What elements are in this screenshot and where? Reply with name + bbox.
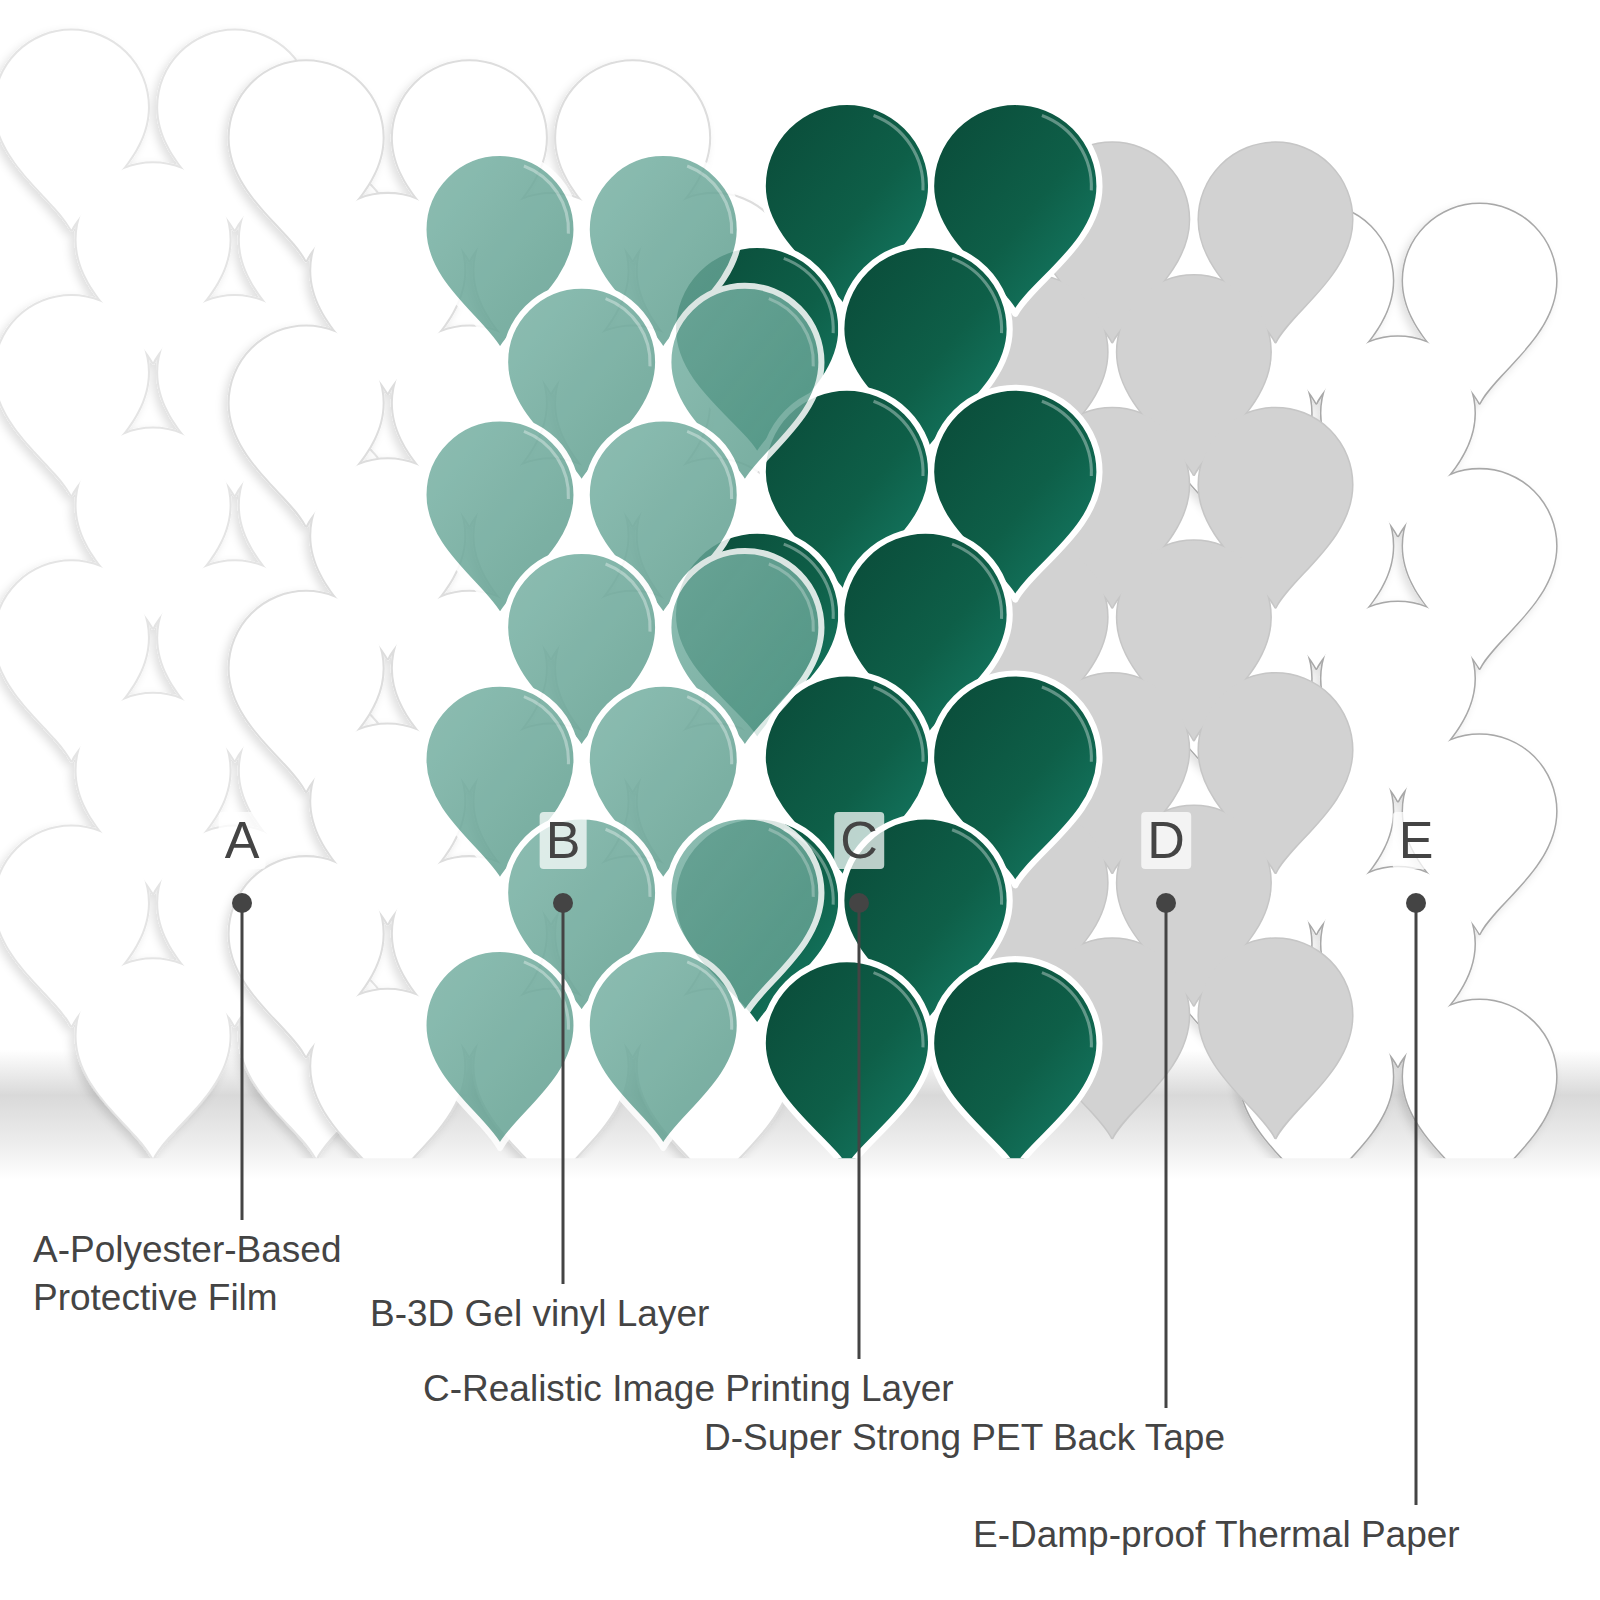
layer-letter: D [1141, 812, 1191, 869]
leader-dot [232, 893, 252, 913]
leader-dot [1406, 893, 1426, 913]
layer-fill [77, 959, 230, 1158]
scale-highlight [606, 829, 651, 897]
scale-highlight [1042, 401, 1091, 476]
leader-line [562, 903, 565, 1284]
scale-highlight [524, 166, 569, 234]
scale-highlight [687, 697, 732, 765]
layer-letter: E [1393, 812, 1440, 869]
layer-description: C-Realistic Image Printing Layer [423, 1365, 954, 1413]
layer-outline [1403, 1000, 1556, 1158]
leader-dot [849, 893, 869, 913]
scale-highlight [524, 431, 569, 499]
scale-highlight [874, 401, 923, 476]
layer-outline [1199, 939, 1352, 1138]
scale-highlight [952, 544, 1001, 619]
scale-highlight [1042, 973, 1091, 1048]
scale-tile [931, 959, 1099, 1158]
layer-description: A-Polyester-Based Protective Film [33, 1226, 413, 1322]
leader-line [1415, 903, 1418, 1505]
layer-description: B-3D Gel vinyl Layer [370, 1290, 709, 1338]
scale-highlight [874, 687, 923, 762]
layer-fill [1199, 939, 1352, 1138]
leader-line [241, 903, 244, 1220]
scale-highlight [952, 258, 1001, 333]
scale-highlight [769, 299, 814, 367]
leader-dot [1156, 893, 1176, 913]
scale-tile [587, 949, 740, 1148]
scale-highlight [874, 116, 923, 191]
scale-highlight [687, 166, 732, 234]
scale-highlight [687, 431, 732, 499]
scale-highlight [606, 564, 651, 632]
scale-tile [763, 959, 931, 1158]
leader-dot [553, 893, 573, 913]
scale-highlight [1042, 687, 1091, 762]
layer-description: E-Damp-proof Thermal Paper [973, 1511, 1460, 1559]
leader-line [858, 903, 861, 1359]
scale-tile [423, 949, 576, 1148]
layer-letter: B [540, 812, 587, 869]
layer-letter: A [219, 812, 266, 869]
leader-line [1165, 903, 1168, 1408]
scale-highlight [524, 697, 569, 765]
layer-stack [0, 31, 1556, 1159]
layer-letter: C [834, 812, 884, 869]
scale-highlight [1042, 116, 1091, 191]
scale-highlight [606, 299, 651, 367]
scale-highlight [769, 829, 814, 897]
layer-fill [1403, 1000, 1556, 1158]
scale-highlight [874, 973, 923, 1048]
gel-layer [423, 153, 821, 1148]
layer-outline [77, 959, 230, 1158]
scale-highlight [687, 962, 732, 1030]
scale-highlight [769, 564, 814, 632]
layer-description: D-Super Strong PET Back Tape [704, 1414, 1225, 1462]
scale-highlight [952, 830, 1001, 905]
